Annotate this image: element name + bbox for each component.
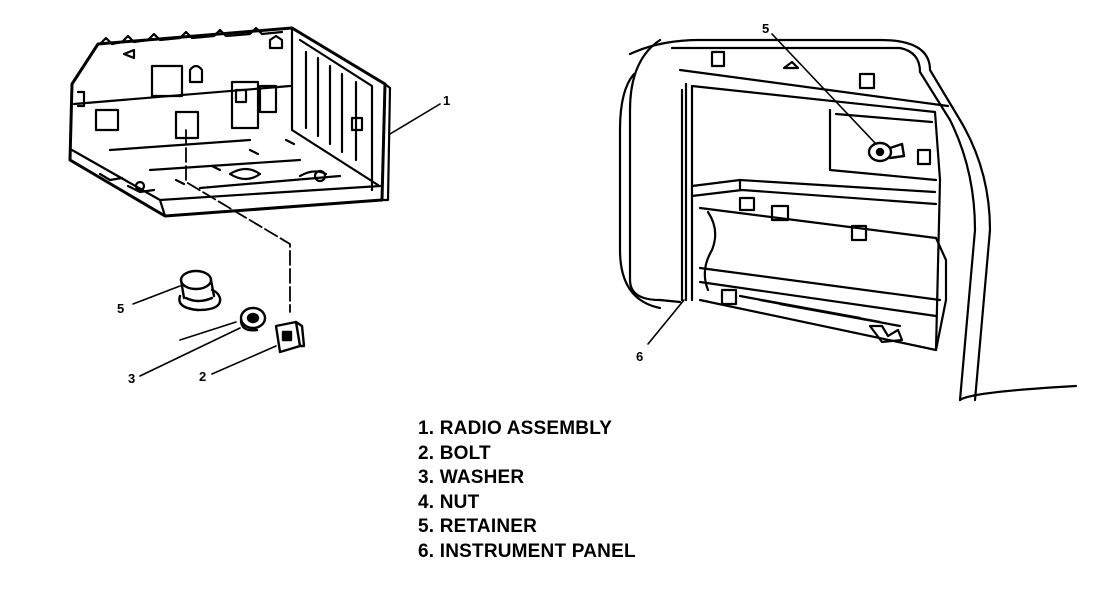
legend-item-label: WASHER	[439, 467, 525, 489]
callout-instrument-panel: 6	[636, 349, 644, 364]
washer-part	[239, 306, 267, 332]
legend-item-number: 2.	[418, 442, 435, 464]
legend-item-label: NUT	[439, 491, 480, 513]
legend-item-number: 5.	[418, 516, 435, 538]
legend-item-label: RADIO ASSEMBLY	[439, 418, 613, 439]
legend-item: 6. INSTRUMENT PANEL	[418, 540, 636, 565]
callout-washer: 3	[128, 371, 136, 386]
retainer-part	[178, 269, 222, 312]
left-callout-leaders	[132, 103, 441, 377]
legend-item-label: BOLT	[439, 442, 491, 464]
instrument-panel-drawing	[618, 38, 1078, 402]
legend-item: 5. RETAINER	[418, 515, 636, 540]
radio-assembly-drawing	[68, 26, 392, 218]
legend-item: 4. NUT	[418, 491, 636, 516]
legend-item-number: 3.	[418, 467, 435, 489]
legend-item-label: INSTRUMENT PANEL	[439, 540, 636, 562]
callout-bolt: 2	[199, 369, 207, 384]
legend-item-number: 6.	[418, 540, 435, 562]
legend-item: 1. RADIO ASSEMBLY	[418, 417, 636, 442]
callout-retainer: 5	[117, 301, 125, 316]
legend-item: 3. WASHER	[418, 466, 636, 491]
callout-radio-assembly: 1	[443, 93, 451, 108]
bolt-part	[274, 320, 306, 354]
panel-retainer-part	[867, 141, 906, 163]
right-callout-leaders	[647, 33, 877, 345]
legend-item-number: 1.	[418, 418, 435, 439]
legend-item-number: 4.	[418, 491, 435, 513]
callout-panel-retainer: 5	[762, 21, 770, 36]
legend-item-label: RETAINER	[439, 516, 538, 538]
radio-leader-line	[185, 129, 291, 313]
legend-item: 2. BOLT	[418, 442, 636, 467]
parts-legend: 1. RADIO ASSEMBLY 2. BOLT 3. WASHER 4. N…	[418, 417, 636, 565]
